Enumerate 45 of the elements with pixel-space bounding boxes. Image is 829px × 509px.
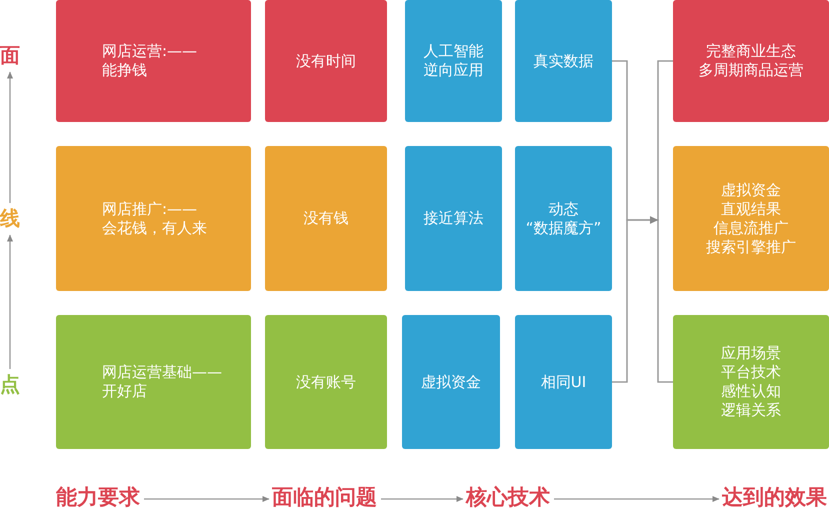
- box-text: 信息流推广: [714, 218, 788, 238]
- box-text: 虚拟资金: [721, 180, 781, 200]
- box-text: 人工智能逆向应用: [422, 42, 484, 80]
- requirement-box: [56, 315, 251, 449]
- technique-box: [515, 146, 612, 291]
- problem-box: [265, 315, 387, 449]
- box-text: 网店推广:——会花钱，有人来: [102, 200, 208, 238]
- result-box: [673, 146, 829, 291]
- problem-box: [265, 0, 387, 122]
- technique-box: [515, 315, 612, 449]
- result-box: [673, 315, 829, 449]
- box-text: 平台技术: [721, 363, 781, 382]
- box-text: 直观结果: [721, 200, 781, 218]
- axis-label: 面: [0, 44, 20, 66]
- stage-label: 能力要求: [56, 486, 140, 508]
- box-text: 没有时间: [296, 52, 356, 70]
- box-text: 相同UI: [540, 372, 586, 392]
- stage-label: 面临的问题: [272, 486, 377, 508]
- box-text: 搜索引擎推广: [706, 238, 796, 256]
- problem-box: [265, 146, 387, 291]
- box-text: 动态: [548, 200, 578, 218]
- requirement-box: [56, 146, 251, 291]
- stage-label: 达到的效果: [722, 486, 827, 508]
- box-text: 感性认知: [721, 382, 781, 401]
- box-text: 没有钱: [304, 209, 348, 228]
- technique-box: [405, 0, 502, 122]
- box-text: 应用场景: [721, 344, 781, 363]
- requirement-box: [56, 0, 251, 122]
- box-text: 网店运营基础——开好店: [102, 363, 223, 401]
- box-text: 没有账号: [296, 372, 356, 392]
- technique-box: [405, 146, 502, 291]
- box-text: 逻辑关系: [721, 401, 781, 420]
- axis-label: 线: [0, 207, 20, 229]
- axis-label: 点: [0, 373, 20, 395]
- box-text: 网店运营:——能挣钱: [102, 42, 198, 80]
- stage-label: 核心技术: [466, 486, 550, 508]
- technique-box: [402, 315, 500, 449]
- technique-box: [515, 0, 612, 122]
- box-text: 完整商业生态: [706, 42, 796, 61]
- result-box: [673, 0, 829, 122]
- box-text: “数据魔方”: [526, 218, 602, 238]
- box-text: 虚拟资金: [421, 372, 481, 392]
- box-text: 接近算法: [424, 209, 484, 228]
- box-text: 多周期商品运营: [698, 61, 804, 80]
- box-text: 真实数据: [534, 52, 594, 70]
